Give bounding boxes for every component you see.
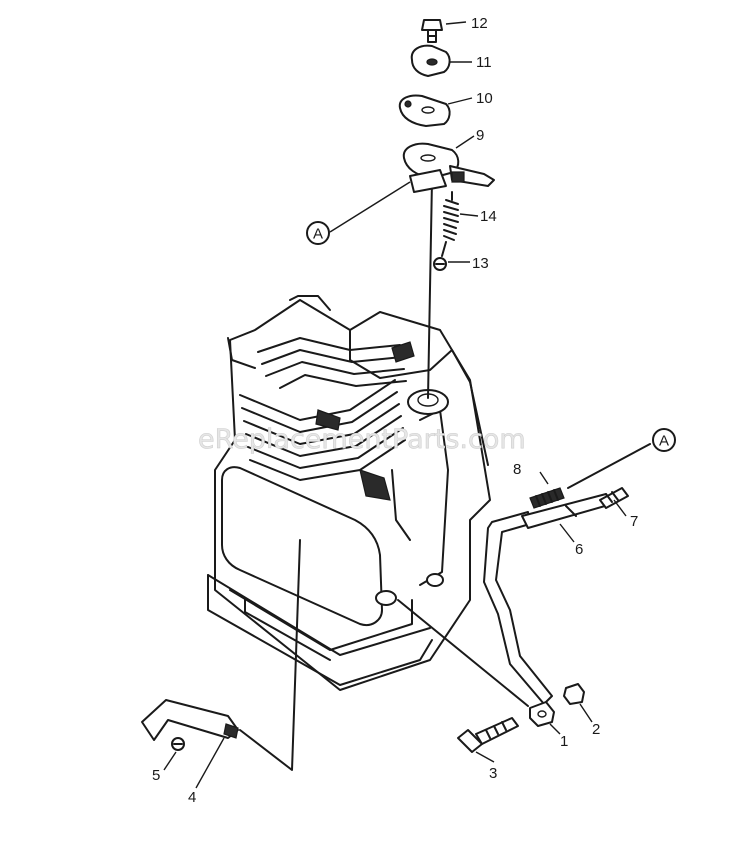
label-part-14: 14: [480, 208, 497, 225]
label-part-2: 2: [592, 721, 600, 738]
leader-lines: [163, 21, 627, 789]
callout-a-top-label: A: [313, 226, 323, 243]
label-part-5: 5: [152, 767, 160, 784]
label-part-12: 12: [471, 15, 488, 32]
callout-a-right: A: [652, 428, 676, 452]
label-part-10: 10: [476, 90, 493, 107]
choke-lever: [141, 699, 239, 751]
governor-link-rod: [427, 179, 433, 399]
part-3-bolt: [457, 717, 519, 753]
choke-link-wire: [239, 539, 301, 771]
part-1-nut: [529, 701, 555, 727]
label-part-11: 11: [476, 54, 492, 71]
top-control-assembly: [398, 19, 495, 271]
part-10-plate: [398, 94, 451, 127]
part-11-cover-plate: [410, 44, 451, 77]
throttle-lever-assembly: [397, 443, 651, 753]
part-5-screw: [171, 737, 185, 751]
part-7-screw: [599, 487, 629, 509]
label-part-3: 3: [489, 765, 497, 782]
part-9-control-plate: [402, 142, 495, 193]
watermark-text: eReplacementParts.com: [198, 424, 526, 455]
label-part-7: 7: [630, 513, 638, 530]
part-13-screw: [433, 241, 447, 271]
label-part-1: 1: [560, 733, 568, 750]
engine-block: [207, 295, 491, 691]
part-14-spring: [443, 191, 459, 241]
label-part-13: 13: [472, 255, 489, 272]
callout-a-right-label: A: [659, 433, 669, 450]
label-part-9: 9: [476, 127, 484, 144]
label-part-8: 8: [513, 461, 521, 478]
label-part-4: 4: [188, 789, 196, 806]
label-part-6: 6: [575, 541, 583, 558]
part-2-nut: [563, 683, 585, 705]
part-8-spring: [529, 487, 565, 509]
callout-a-top: A: [306, 221, 330, 245]
part-12-screw: [421, 19, 443, 43]
